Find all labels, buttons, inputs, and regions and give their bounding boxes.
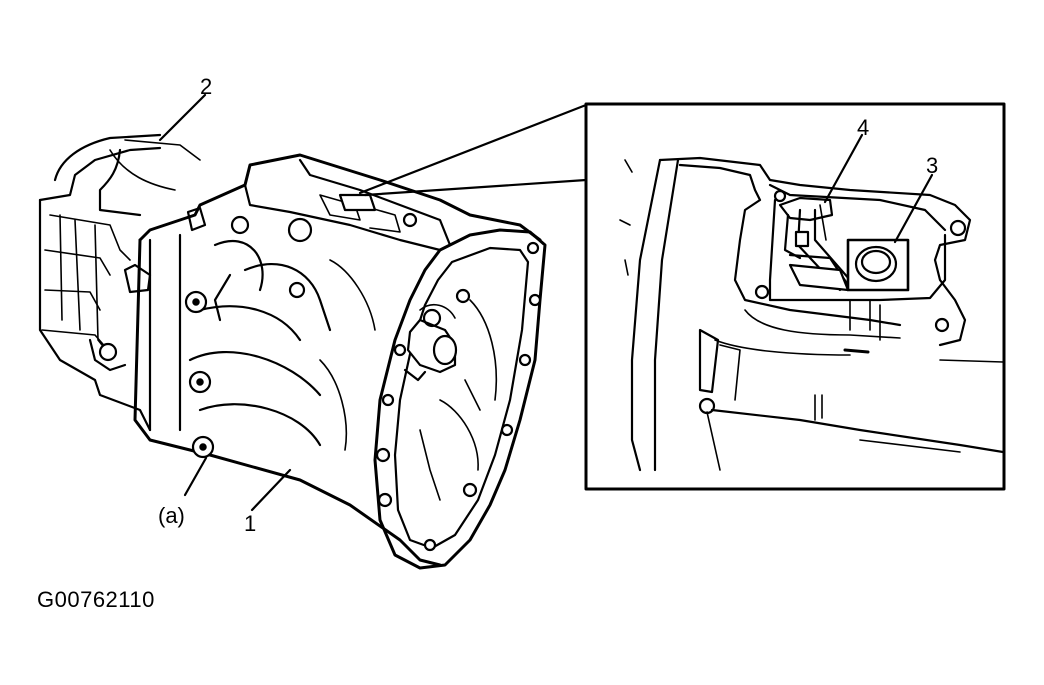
bell-housing-flange — [373, 228, 547, 570]
extension-housing — [38, 133, 201, 432]
transmission-assembly — [38, 93, 547, 570]
callout-a: (a) — [158, 503, 185, 528]
detail-inset — [584, 102, 1006, 491]
magnifier-lines — [358, 103, 588, 197]
figure-id: G00762110 — [37, 587, 155, 612]
callout-4: 4 — [857, 115, 869, 140]
transmission-case — [133, 153, 542, 567]
callout-2: 2 — [200, 74, 212, 99]
callout-3: 3 — [926, 153, 938, 178]
callout-1: 1 — [244, 511, 256, 536]
leader-lines — [158, 93, 292, 512]
inset-content — [619, 156, 1003, 472]
